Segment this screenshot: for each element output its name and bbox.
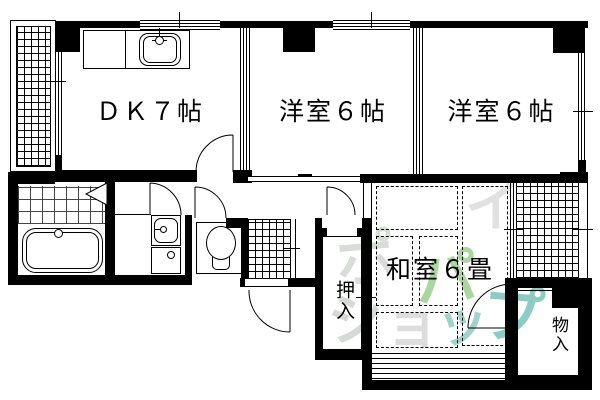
tatami-mat [462,186,508,346]
wall-segment [8,172,55,184]
wall-segment [578,278,592,388]
bathtub-drain [54,229,63,238]
tatami-mat [376,186,458,230]
washing-machine-tap [167,251,175,259]
wall-pier [553,21,585,53]
kitchen-sink [139,33,181,66]
wall-segment [55,170,197,182]
washroom-wall-line [115,214,151,215]
window-center-tick [48,81,66,82]
tatami-mat [376,236,413,306]
window-dk-top [140,19,220,30]
partition-western1-western2 [413,28,425,174]
bath-door-triangle [84,182,108,206]
room-label-japanese: 和室６畳 [385,255,494,284]
entrance-threshold [245,278,288,287]
wall-segment [241,218,248,285]
japanese-room-door-swing [467,283,513,329]
window-center-tick [573,229,593,230]
wall-segment [185,215,192,285]
genkan-tile-grid [248,219,290,279]
wall-segment [8,275,190,285]
wall-segment [220,21,333,28]
wall-pier [238,174,252,183]
dk-door-swing [195,134,234,173]
window-japanese-balcony [510,183,518,278]
veranda-strip [368,352,513,379]
window-center-tick [371,12,372,28]
wall-pier [55,21,80,52]
wall-segment [288,278,322,287]
window-center-tick [504,229,524,230]
wall-pier [283,26,315,52]
window-western2-right [578,53,586,160]
opening-corridor-japanese [363,183,372,218]
wall-segment [105,182,115,275]
room-label-monoire: 物入 [548,316,568,354]
window-center-tick [179,12,180,28]
toilet-door-swing [194,186,227,219]
wall-segment [505,375,592,388]
wall-segment [240,278,246,287]
washbasin-bowl [154,218,178,243]
wall-segment [505,278,555,288]
wall-pier [560,172,588,183]
watermark-glyph: ョ [385,293,439,356]
wall-pier [552,278,583,308]
washroom-door-swing [149,182,182,216]
right-balcony-edge [578,183,588,278]
kitchen-faucet [159,28,160,42]
room-label-western1: 洋室６帖 [278,97,387,126]
window-dk-balcony [55,50,63,158]
wall-segment [362,380,592,390]
tatami-mat [419,236,458,306]
left-balcony-tile-grid [16,26,51,167]
partition-dk-western1 [240,28,250,170]
genkan-tick [284,248,300,249]
toilet-bowl [206,226,236,260]
entrance-door-swing [248,289,291,333]
wall-segment [360,174,588,183]
kitchen-counter-divider [125,30,126,69]
room-label-western2: 洋室６帖 [447,97,556,126]
wall-segment [362,218,372,390]
room-label-oshiire: 押入 [333,280,355,322]
wall-segment [8,178,18,285]
wall-segment [315,228,327,236]
tatami-mat [376,312,458,348]
washing-machine-pan [151,247,181,274]
wall-segment [410,21,588,28]
oshiire-inner-box [322,236,362,350]
fusuma-tick [356,297,376,298]
right-balcony-tile-grid [516,183,578,278]
wall-segment [315,350,372,360]
wall-segment [55,21,140,28]
room-label-dk: ＤＫ７帖 [95,97,204,126]
window-center-tick [573,111,593,112]
oshiire-door-swing [326,186,356,216]
kitchen-faucet-knob [155,36,164,45]
wall-segment [578,160,586,176]
washbasin-faucet-knob [160,226,167,233]
wall-segment [226,218,248,228]
wall-segment [315,218,322,358]
corridor-top-line [248,176,360,182]
wall-segment [55,155,62,175]
